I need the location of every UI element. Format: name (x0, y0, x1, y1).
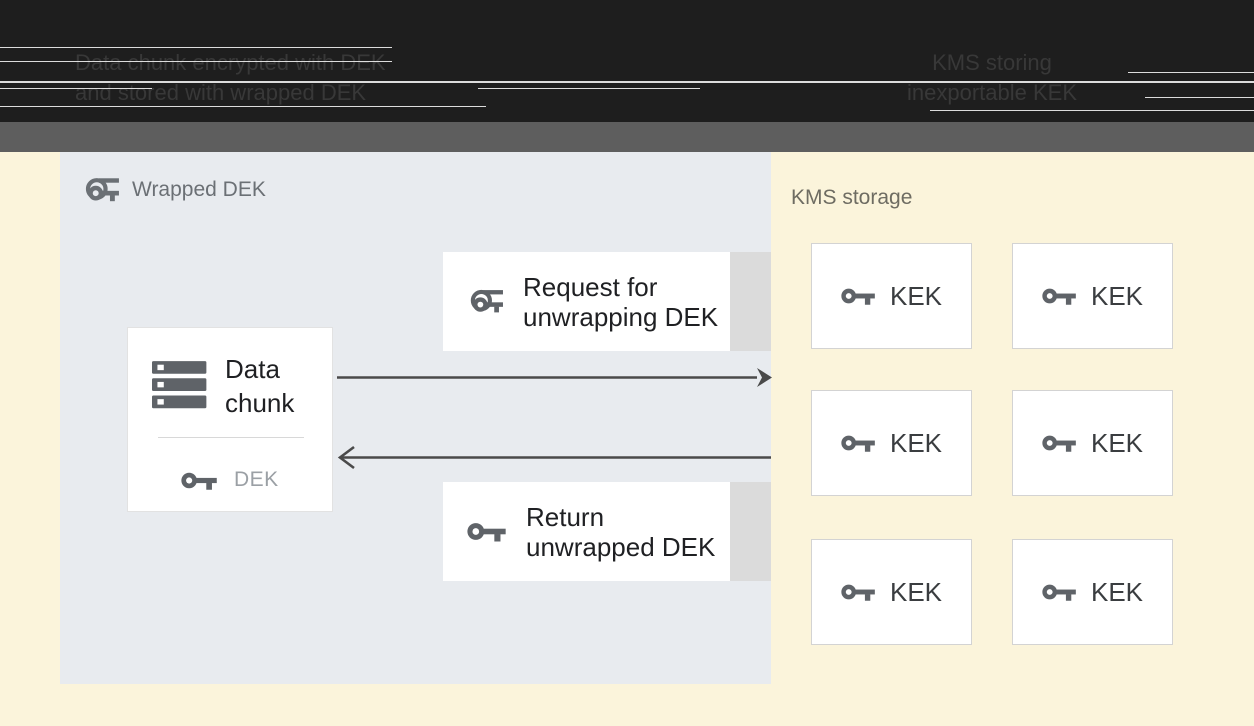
data-chunk-icon (152, 361, 207, 409)
return-text: Return unwrapped DEK (526, 502, 715, 562)
caption-right-line2: inexportable KEK (907, 80, 1077, 105)
caption-right: KMS storing inexportable KEK (907, 48, 1077, 108)
request-box: Request for unwrapping DEK (443, 252, 730, 351)
key-icon (467, 523, 506, 542)
kek-label: KEK (889, 280, 943, 311)
artifact-line (1145, 97, 1254, 98)
kek-box: KEK (1012, 243, 1173, 349)
caption-left-line2: and stored with wrapped DEK (75, 80, 367, 105)
data-chunk-line2: chunk (225, 388, 295, 418)
diagram-canvas: Wrapped DEK Data chunk (0, 152, 1254, 726)
kek-box: KEK (1012, 390, 1173, 496)
key-icon (1042, 435, 1076, 452)
return-box-shadow (730, 482, 771, 581)
kek-box: KEK (811, 390, 972, 496)
request-box-shadow (730, 252, 771, 351)
return-box: Return unwrapped DEK (443, 482, 730, 581)
artifact-line (0, 61, 392, 62)
kek-box: KEK (811, 243, 972, 349)
kek-box: KEK (811, 539, 972, 645)
data-chunk-divider (158, 437, 304, 438)
kek-label: KEK (1090, 280, 1144, 311)
wrapped-key-icon (470, 289, 503, 313)
key-icon (1042, 584, 1076, 601)
artifact-line (0, 81, 1254, 83)
request-line2: unwrapping DEK (523, 301, 719, 332)
kek-label: KEK (1090, 576, 1144, 607)
caption-left: Data chunk encrypted with DEK and stored… (75, 48, 386, 108)
header-caption-bar: Data chunk encrypted with DEK and stored… (0, 0, 1254, 122)
key-icon (841, 584, 875, 601)
kms-storage-label: KMS storage (791, 186, 913, 209)
artifact-line (0, 47, 392, 48)
caption-right-line1: KMS storing (932, 50, 1052, 75)
artifact-line (1128, 72, 1254, 73)
header-divider-bar (0, 122, 1254, 152)
kek-box: KEK (1012, 539, 1173, 645)
key-icon (181, 472, 217, 490)
artifact-line (0, 88, 152, 89)
artifact-line (478, 88, 700, 89)
key-icon (841, 435, 875, 452)
request-line1: Request for (523, 271, 658, 302)
data-chunk-line1: Data (225, 354, 280, 384)
request-text: Request for unwrapping DEK (523, 272, 718, 332)
wrapped-key-icon (85, 178, 119, 202)
wrapped-dek-label: Wrapped DEK (132, 178, 266, 201)
dek-label: DEK (234, 468, 279, 491)
wrapped-dek-label-row: Wrapped DEK (82, 174, 266, 206)
artifact-line (0, 106, 486, 107)
kek-label: KEK (1090, 427, 1144, 458)
data-chunk-box: Data chunk DEK (127, 327, 333, 512)
artifact-line (930, 110, 1254, 111)
return-line2: unwrapped DEK (526, 531, 716, 562)
dek-row: DEK (181, 458, 279, 502)
kek-label: KEK (889, 576, 943, 607)
data-chunk-text: Data chunk (225, 352, 294, 420)
data-chunk-row: Data chunk (152, 352, 294, 420)
key-icon (841, 288, 875, 305)
kek-label: KEK (889, 427, 943, 458)
return-line1: Return (526, 501, 605, 532)
key-icon (1042, 288, 1076, 305)
wrapped-dek-panel: Wrapped DEK Data chunk (60, 152, 771, 684)
caption-left-line1: Data chunk encrypted with DEK (75, 50, 386, 75)
